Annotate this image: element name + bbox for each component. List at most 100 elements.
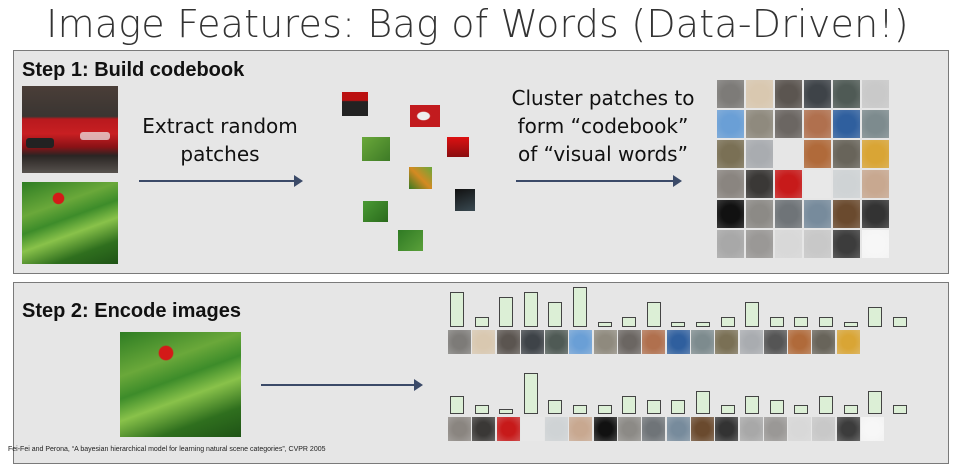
visual-word-patch [520,330,544,354]
histogram-bar [646,400,661,414]
visual-word-patch [496,330,520,354]
visual-word-patch [739,330,763,354]
codebook-word [717,110,744,138]
histogram-bar [868,307,883,327]
visual-word-patch [666,417,690,441]
visual-word-patch [812,330,836,354]
codebook-word [804,200,831,228]
histogram-bar [597,322,612,327]
codebook-word [862,80,889,108]
histogram-bar [769,400,784,414]
codebook-word [775,110,802,138]
patch-car-wheel [455,189,475,211]
codebook-word [833,80,860,108]
visual-word-patch [448,417,471,441]
histogram-2 [448,372,907,414]
car-image [22,86,118,173]
codebook-word [804,170,831,198]
extract-arrow [139,175,303,187]
visual-word-patch [666,330,690,354]
codebook-word [862,140,889,168]
visual-word-patch [836,330,860,354]
frog-image [22,182,118,264]
histogram-bar [474,404,489,414]
histogram-bar [646,302,661,327]
codebook-word [717,200,744,228]
codebook-grid [717,80,891,260]
encode-arrow [261,379,423,391]
codebook-word [775,230,802,258]
histogram-bar [819,395,833,414]
visual-word-patch [788,330,812,354]
histogram-bar [499,297,514,327]
visual-word-strip-1 [448,330,861,354]
codebook-word [804,110,831,138]
cluster-arrow [516,175,682,187]
visual-word-patch [472,330,496,354]
histogram-bar [671,400,686,414]
cluster-line-1: Cluster patches to [511,86,695,110]
codebook-word [746,170,773,198]
codebook-word [746,140,773,168]
visual-word-patch [593,330,617,354]
codebook-word [804,230,831,258]
visual-word-patch [861,417,885,441]
histogram-bar [450,395,464,414]
histogram-bar [745,395,760,414]
histogram-bar [573,287,587,327]
visual-word-patch [569,417,593,441]
codebook-word [862,200,889,228]
codebook-word [775,170,802,198]
visual-word-patch [642,417,666,441]
patch-car-body [447,137,469,157]
visual-word-strip-2 [448,417,885,441]
codebook-word [717,170,744,198]
histogram-bar [819,317,833,327]
visual-word-patch [642,330,666,354]
slide-title: Image Features: Bag of Words (Data-Drive… [46,2,909,46]
codebook-word [804,140,831,168]
codebook-word [833,230,860,258]
codebook-word [833,110,860,138]
citation: Fei-Fei and Perona, “A bayesian hierarch… [8,446,326,453]
extract-line-1: Extract random [142,114,298,138]
codebook-word [746,230,773,258]
histogram-bar [474,317,489,327]
codebook-word [746,80,773,108]
visual-word-patch [763,417,787,441]
codebook-word [746,110,773,138]
codebook-word [862,170,889,198]
step2-heading: Step 2: Encode images [22,300,241,322]
codebook-word [775,140,802,168]
histogram-bar [523,373,538,414]
extract-line-2: patches [180,142,260,166]
step1-heading: Step 1: Build codebook [22,59,245,81]
histogram-bar [892,317,907,327]
codebook-word [833,200,860,228]
histogram-bar [622,395,637,414]
visual-word-patch [520,417,544,441]
patch-frog-2 [409,167,432,189]
histogram-bar [548,400,563,414]
codebook-word [833,140,860,168]
codebook-word [717,230,744,258]
histogram-bar [843,322,858,327]
visual-word-patch [448,330,471,354]
patch-frog-4 [398,230,423,251]
patch-car-light [410,105,440,127]
cluster-text: Cluster patches to form “codebook” of “v… [500,84,706,168]
visual-word-patch [618,417,642,441]
patch-frog-1 [362,137,390,161]
visual-word-patch [788,417,812,441]
visual-word-patch [763,330,787,354]
histogram-bar [450,292,464,327]
visual-word-patch [545,417,569,441]
visual-word-patch [593,417,617,441]
visual-word-patch [618,330,642,354]
visual-word-patch [812,417,836,441]
codebook-word [717,80,744,108]
histogram-bar [573,404,587,414]
histogram-bar [794,317,809,327]
histogram-bar [671,322,686,327]
histogram-bar [523,292,538,327]
